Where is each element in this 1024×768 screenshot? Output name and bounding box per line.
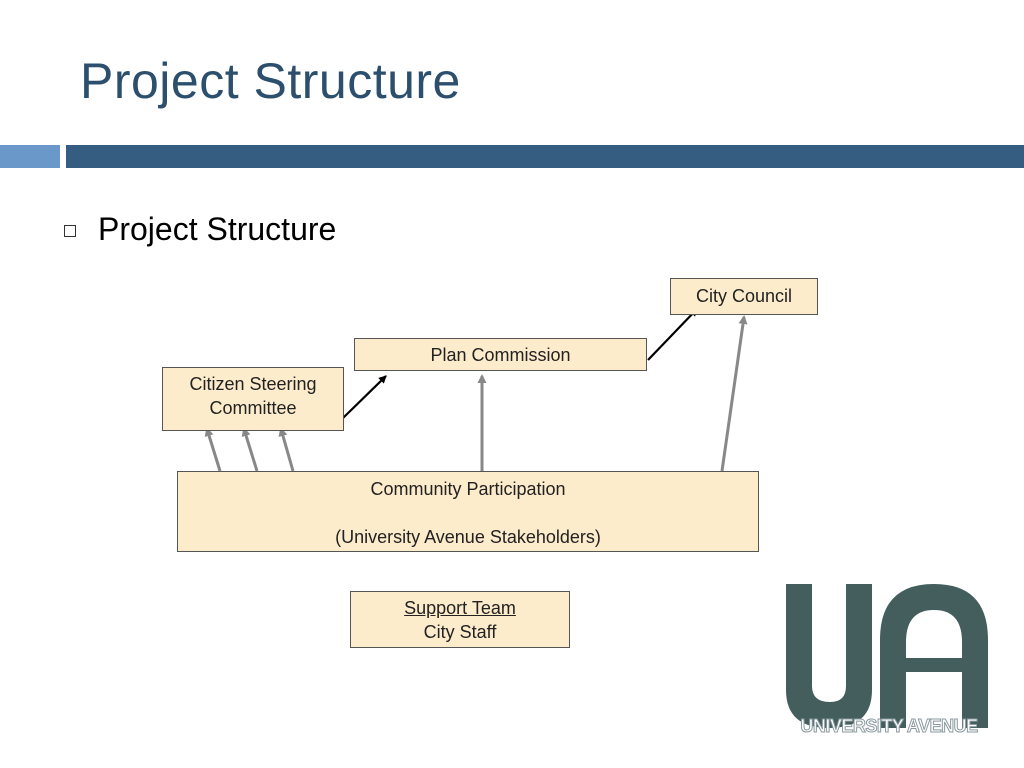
header-bar bbox=[66, 145, 1024, 168]
citizen-steering-line2: Committee bbox=[209, 398, 297, 418]
arrow-community-to-steering-1 bbox=[204, 427, 222, 472]
citizen-steering-line1: Citizen Steering bbox=[189, 374, 317, 394]
city-council-box: City Council bbox=[670, 278, 818, 315]
community-line2: (University Avenue Stakeholders) bbox=[335, 527, 601, 547]
arrow-community-to-steering-2 bbox=[241, 427, 259, 472]
header-bar-accent bbox=[0, 145, 60, 168]
slide-title: Project Structure bbox=[80, 53, 461, 109]
bullet-text: Project Structure bbox=[98, 211, 337, 247]
community-participation-box: Community Participation (University Aven… bbox=[177, 471, 759, 552]
plan-commission-label: Plan Commission bbox=[430, 345, 571, 365]
arrow-community-to-council bbox=[720, 315, 748, 472]
logo-text: UNIVERSITY AVENUE bbox=[800, 716, 979, 737]
citizen-steering-box: Citizen Steering Committee bbox=[162, 367, 344, 431]
city-council-label: City Council bbox=[695, 286, 793, 306]
arrow-community-to-steering-3 bbox=[278, 427, 295, 472]
support-team-label: City Staff bbox=[423, 622, 497, 642]
support-team-box: Support Team City Staff bbox=[350, 591, 570, 648]
support-team-heading: Support Team bbox=[404, 598, 516, 618]
arrow-steering-to-plan bbox=[342, 375, 387, 419]
arrow-plan-to-council bbox=[647, 308, 698, 361]
plan-commission-box: Plan Commission bbox=[354, 338, 647, 371]
community-line1: Community Participation bbox=[370, 479, 566, 499]
bullet-icon bbox=[64, 225, 76, 237]
university-avenue-logo-icon bbox=[786, 584, 988, 728]
